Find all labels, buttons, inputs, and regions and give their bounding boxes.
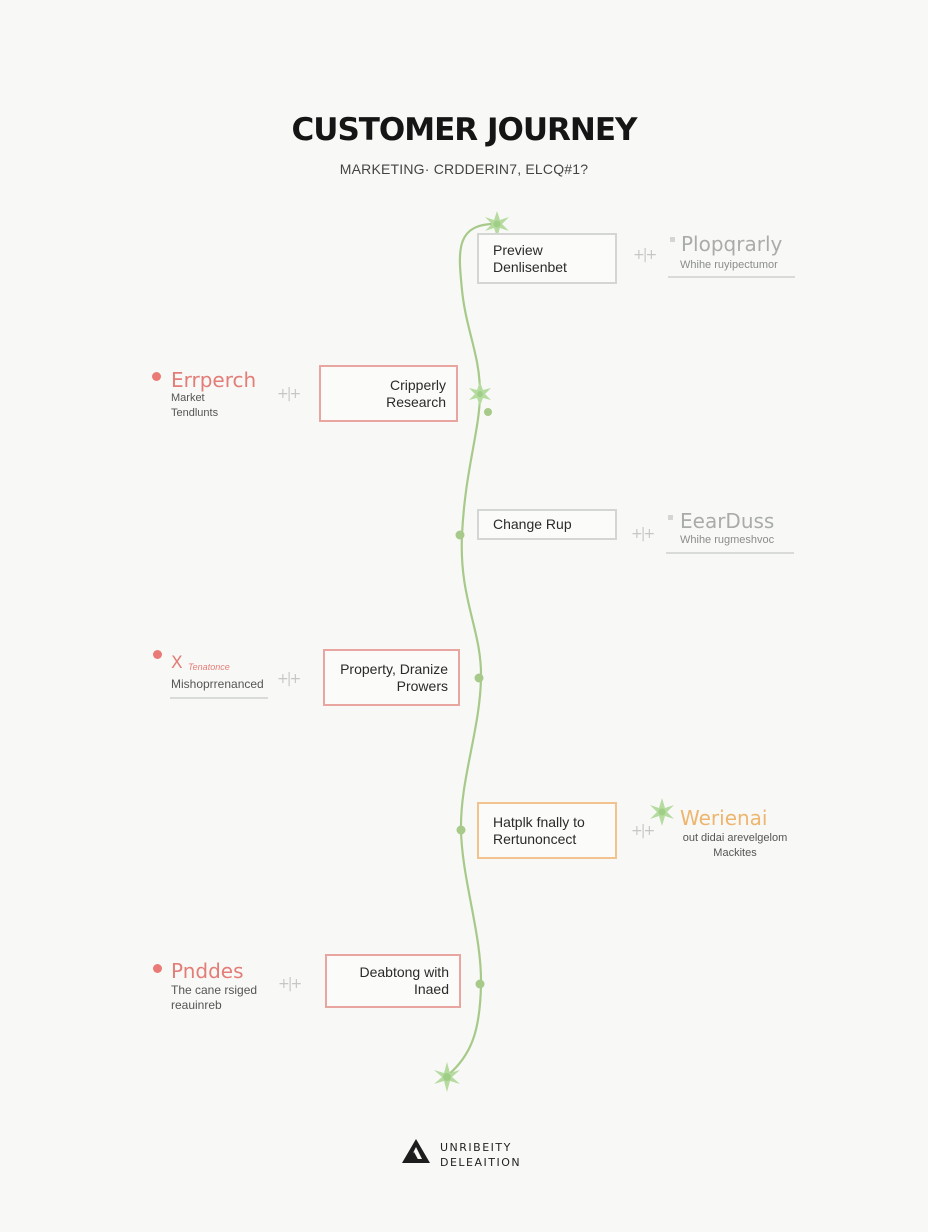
side-subtext-line: Mackites (713, 847, 757, 859)
side-subtext-line: out didai arevelgelom (682, 832, 788, 844)
stage-box-line: Inaed (413, 981, 449, 997)
marker-dot (152, 372, 161, 381)
stage-box-line: Change Rup (493, 516, 572, 532)
stage-box-line: Prowers (396, 677, 448, 694)
stage-box-preview: Preview Denlisenbet (477, 233, 617, 284)
side-subtext-line: Whihe rugmeshvoc (680, 534, 775, 546)
side-subtext-line: Whihe ruyipectumor (680, 259, 778, 271)
side-subtext-line: Tendlunts (171, 407, 219, 419)
side-title: Plopqrarly (681, 232, 783, 256)
stage-box-change: Change Rup (477, 509, 617, 540)
side-title: EearDuss (680, 509, 775, 533)
connector-icon: +|+ (277, 671, 301, 687)
side-subtext: out didai arevelgelom Mackites (680, 831, 790, 861)
side-subtext: Mishoprrenanced (171, 677, 264, 692)
timeline-node (484, 408, 492, 416)
timeline-node (474, 673, 484, 683)
divider-rule (170, 697, 268, 699)
timeline-path (446, 222, 501, 1077)
connector-icon: +|+ (631, 526, 655, 542)
side-title-small: Tenatonce (188, 660, 230, 675)
flower-icon (485, 211, 509, 237)
marker-dot (153, 964, 162, 973)
logo-line: DELEAITION (440, 1156, 522, 1169)
connector-icon: +|+ (278, 976, 302, 992)
page-title: CUSTOMER JOURNEY (291, 112, 638, 148)
triangle-mountain-icon (402, 1139, 430, 1163)
side-subtext-line: Mishoprrenanced (171, 677, 264, 691)
stage-box-line: Preview (493, 241, 543, 258)
divider-rule (666, 552, 794, 554)
stage-box-dealing: Deabtong with Inaed (325, 954, 461, 1008)
timeline-node (475, 979, 485, 989)
stage-box-line: Rertunoncect (493, 830, 577, 847)
stage-box-line: Property, Dranize (340, 660, 448, 677)
side-subtext: Whihe ruyipectumor (680, 258, 778, 273)
marker-dot (153, 650, 162, 659)
stage-box-line: Denlisenbet (493, 258, 567, 275)
logo-line: UNRIBEITY (440, 1141, 512, 1154)
stage-box-research: Cripperly Research (319, 365, 458, 422)
stage-box-line: Hatplk fnally to (493, 813, 585, 830)
connector-icon: +|+ (277, 386, 301, 402)
stage-box-line: Cripperly (389, 376, 446, 393)
side-title: Werienai (680, 806, 768, 830)
divider-rule (668, 276, 795, 278)
side-subtext-line: The cane rsiged (171, 983, 258, 997)
page-subtitle: MARKETING· CRDDERIN7, ELCQ#1? (339, 161, 589, 177)
side-title: X (171, 653, 183, 673)
stage-box-line: Deabtong with (359, 964, 449, 980)
side-title-small-text: Tenatonce (188, 662, 230, 672)
flower-icon (650, 798, 674, 826)
side-title: Pnddes (171, 959, 244, 983)
marker-square (668, 515, 673, 520)
side-subtext-line: Market (171, 392, 205, 404)
side-title: Errperch (171, 368, 257, 392)
side-subtext-line: reauinreb (171, 998, 222, 1012)
side-subtext: Market Tendlunts (171, 391, 218, 421)
side-subtext: The cane rsiged reauinreb (171, 983, 257, 1013)
timeline-node (455, 530, 465, 540)
flower-icon (469, 382, 491, 406)
stage-box-property: Property, Dranize Prowers (323, 649, 460, 706)
timeline-node (456, 825, 466, 835)
marker-square (670, 237, 675, 242)
stage-box-help: Hatplk fnally to Rertunoncect (477, 802, 617, 859)
stage-box-line: Research (386, 393, 446, 410)
connector-icon: +|+ (631, 823, 655, 839)
footer-logo-text: UNRIBEITY DELEAITION (440, 1140, 521, 1170)
flower-icon (434, 1062, 460, 1092)
side-subtext: Whihe rugmeshvoc (680, 533, 774, 548)
connector-icon: +|+ (633, 247, 657, 263)
